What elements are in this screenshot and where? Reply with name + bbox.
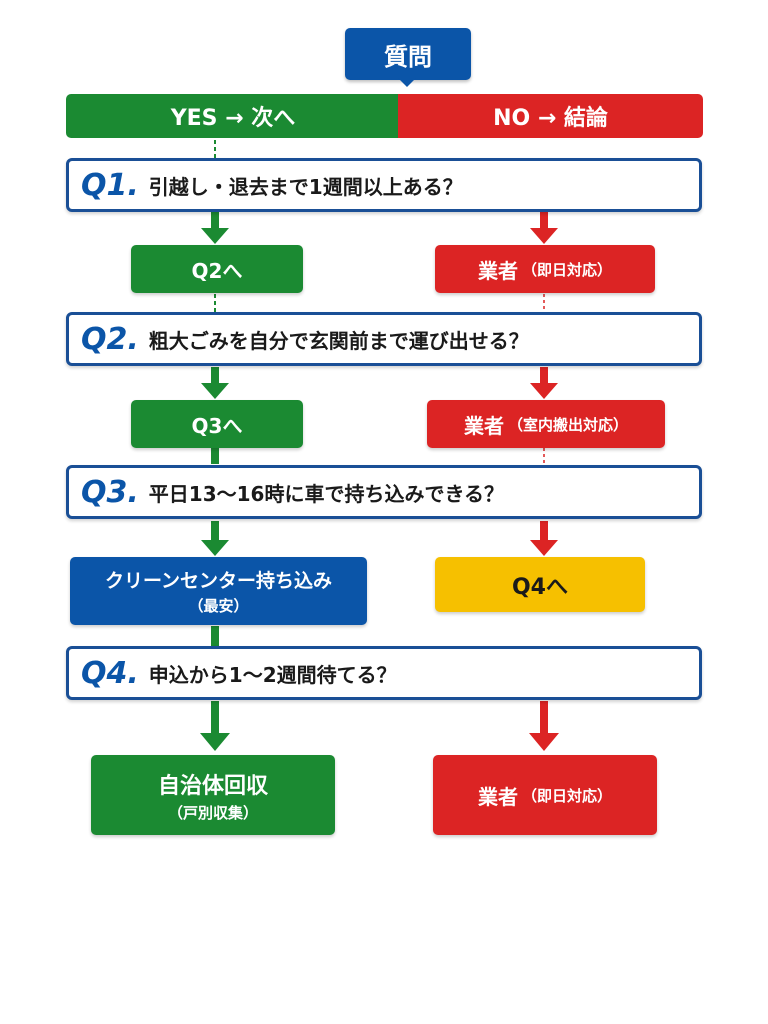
q1-yes-result-label: Q2へ — [191, 258, 243, 283]
title-box: 質問 — [345, 28, 471, 80]
question-box-q1: Q1. 引越し・退去まで1週間以上ある？ — [66, 158, 702, 212]
q1-no-result-sub: （即日対応） — [521, 260, 612, 279]
q4-no-result-label: 業者 — [477, 784, 518, 809]
q4-yes-result: 自治体回収 （戸別収集） — [91, 755, 335, 835]
q4-yes-arrow-shaft — [211, 701, 219, 735]
title-text: 質問 — [384, 42, 432, 71]
q2-no-result-label: 業者 — [463, 413, 504, 438]
q4-no-result: 業者 （即日対応） — [433, 755, 657, 835]
q4-no-result-sub: （即日対応） — [521, 786, 612, 805]
q1-no-arrow-head — [530, 228, 558, 244]
q4-yes-result-sub: （戸別収集） — [167, 803, 258, 822]
q1-yes-arrow-head — [201, 228, 229, 244]
q3-no-result: Q4へ — [435, 557, 645, 612]
q2-yes-to-q3-connector — [211, 448, 219, 464]
q3-yes-result-sub: （最安） — [188, 597, 249, 615]
q4-number: Q4. — [81, 655, 139, 691]
yes-banner: YES → 次へ — [66, 94, 400, 138]
q2-number: Q2. — [81, 321, 139, 357]
q3-number: Q3. — [81, 474, 139, 510]
q3-text: 平日13〜16時に車で持ち込みできる？ — [148, 481, 505, 506]
q4-no-arrow-shaft — [540, 701, 548, 735]
q3-no-result-label: Q4へ — [511, 574, 568, 600]
q2-no-result-sub: （室内搬出対応） — [507, 415, 628, 434]
q4-text: 申込から1〜2週間待てる？ — [148, 662, 397, 687]
q1-yes-result: Q2へ — [131, 245, 303, 293]
question-box-q3: Q3. 平日13〜16時に車で持ち込みできる？ — [66, 465, 702, 519]
q2-yes-arrow-shaft — [211, 367, 219, 385]
q2-yes-result-label: Q3へ — [191, 413, 243, 438]
q3-yes-result-label: クリーンセンター持ち込み — [104, 570, 333, 592]
q1-yes-arrow-shaft — [211, 212, 219, 230]
q2-no-arrow-shaft — [540, 367, 548, 385]
q3-no-arrow-head — [530, 540, 558, 556]
yes-banner-label: YES → 次へ — [170, 106, 296, 131]
q3-yes-arrow-head — [201, 540, 229, 556]
no-banner: NO → 結論 — [398, 94, 703, 138]
question-box-q4: Q4. 申込から1〜2週間待てる？ — [66, 646, 702, 700]
q2-yes-arrow-head — [201, 383, 229, 399]
q1-no-result: 業者 （即日対応） — [435, 245, 655, 293]
q3-yes-result: クリーンセンター持ち込み （最安） — [70, 557, 367, 625]
q4-yes-result-label: 自治体回収 — [157, 773, 268, 799]
q1-text: 引越し・退去まで1週間以上ある？ — [148, 174, 463, 199]
q2-text: 粗大ごみを自分で玄関前まで運び出せる？ — [148, 328, 529, 353]
q3-yes-to-q4-connector — [211, 626, 219, 646]
q2-yes-result: Q3へ — [131, 400, 303, 448]
question-box-q2: Q2. 粗大ごみを自分で玄関前まで運び出せる？ — [66, 312, 702, 366]
q4-no-arrow-head — [529, 733, 559, 751]
q1-no-result-label: 業者 — [477, 258, 518, 283]
q4-yes-arrow-head — [200, 733, 230, 751]
q1-no-arrow-shaft — [540, 212, 548, 230]
q3-no-arrow-shaft — [540, 521, 548, 543]
q1-number: Q1. — [81, 167, 139, 203]
q2-no-arrow-head — [530, 383, 558, 399]
q2-no-result: 業者 （室内搬出対応） — [427, 400, 665, 448]
no-banner-label: NO → 結論 — [493, 106, 608, 131]
title-pointer — [398, 78, 416, 87]
q3-yes-arrow-shaft — [211, 521, 219, 543]
